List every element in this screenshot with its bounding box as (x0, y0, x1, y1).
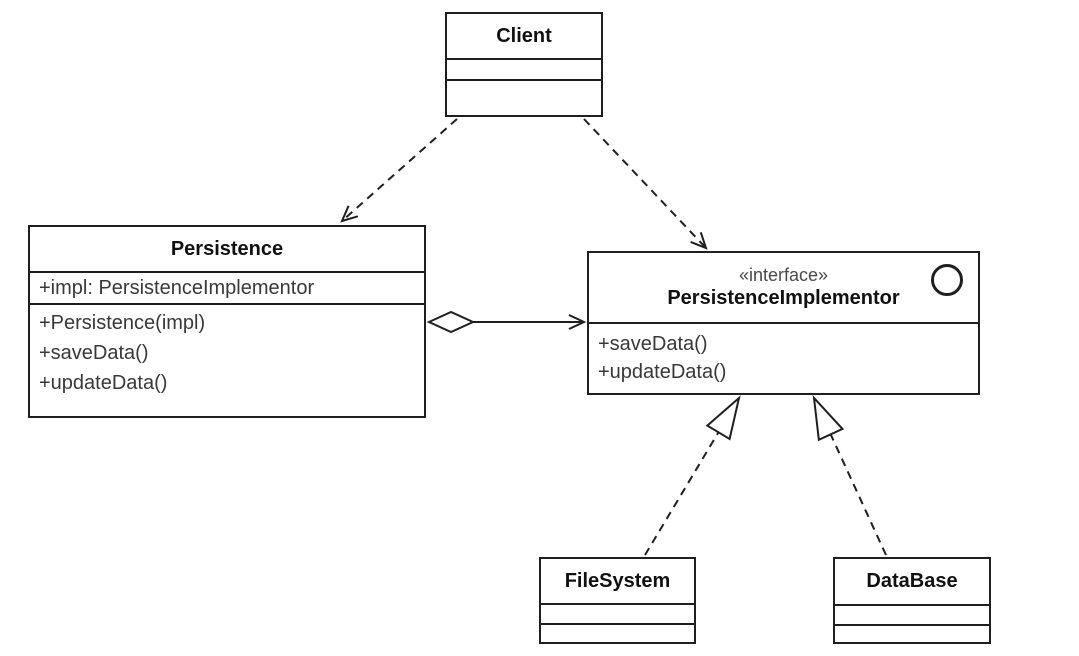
persistence-methods-compartment: +Persistence(impl) +saveData() +updateDa… (30, 303, 424, 416)
dependency-client-to-persistence (340, 118, 458, 223)
database-methods-compartment-empty (835, 624, 989, 642)
interface-stereotype: «interface» (738, 265, 829, 285)
dependency-client-to-implementor (583, 118, 708, 250)
persistence-attributes-compartment: +impl: PersistenceImplementor (30, 271, 424, 303)
attribute-row: +impl: PersistenceImplementor (39, 277, 315, 299)
method-row: +saveData() (39, 342, 149, 364)
class-title-persistence-implementor: «interface» PersistenceImplementor (589, 253, 978, 322)
implementor-methods-compartment: +saveData() +updateData() (589, 322, 978, 393)
class-box-client: Client (445, 12, 603, 117)
client-attributes-compartment-empty (447, 58, 601, 79)
method-row: +Persistence(impl) (39, 312, 206, 334)
class-title-text: FileSystem (564, 569, 671, 592)
client-methods-compartment-empty (447, 79, 601, 115)
class-title-database: DataBase (835, 559, 989, 604)
database-attributes-compartment-empty (835, 604, 989, 624)
method-row: +updateData() (598, 361, 727, 383)
method-row: +saveData() (598, 333, 708, 355)
class-box-persistence: Persistence +impl: PersistenceImplemento… (28, 225, 426, 418)
class-title-text: PersistenceImplementor (667, 287, 900, 309)
class-title-filesystem: FileSystem (541, 559, 694, 603)
class-box-filesystem: FileSystem (539, 557, 696, 644)
realization-filesystem-to-implementor (644, 395, 741, 556)
class-box-database: DataBase (833, 557, 991, 644)
realization-database-to-implementor (812, 395, 887, 556)
class-title-text: Persistence (170, 237, 284, 260)
class-title-client: Client (447, 14, 601, 58)
filesystem-methods-compartment-empty (541, 623, 694, 642)
interface-circle-icon (931, 264, 963, 296)
class-title-persistence: Persistence (30, 227, 424, 271)
class-title-text: Client (496, 24, 552, 47)
method-row: +updateData() (39, 372, 168, 394)
class-box-persistence-implementor: «interface» PersistenceImplementor +save… (587, 251, 980, 395)
class-title-text: DataBase (866, 570, 958, 592)
filesystem-attributes-compartment-empty (541, 603, 694, 623)
